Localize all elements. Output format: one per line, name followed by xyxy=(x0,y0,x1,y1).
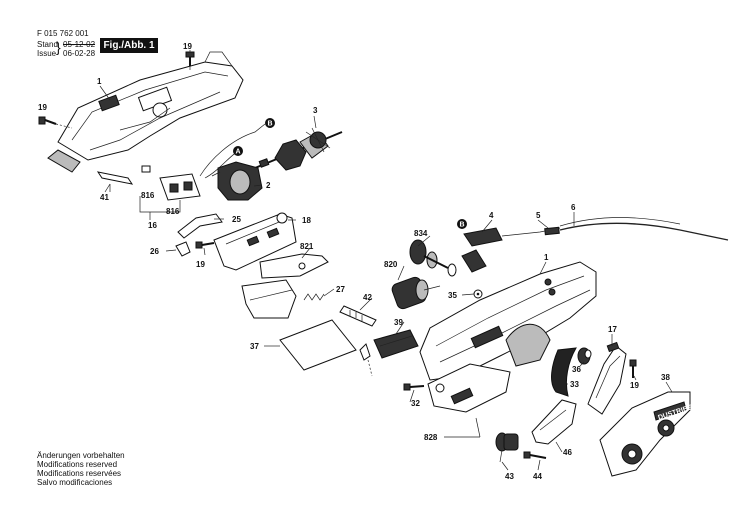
doc-number: F 015 762 001 xyxy=(37,29,89,38)
screw-19-right xyxy=(629,359,637,378)
callout-16: 16 xyxy=(148,221,157,230)
callout-18: 18 xyxy=(302,216,311,225)
callout-37: 37 xyxy=(250,342,259,351)
pulley-834 xyxy=(409,239,457,277)
lower-housing xyxy=(419,261,597,381)
callout-1-right: 1 xyxy=(544,253,549,262)
screw-44 xyxy=(523,451,547,459)
modification-notes: Änderungen vorbehalten Modifications res… xyxy=(37,451,125,487)
callout-816-b: 816 xyxy=(166,207,180,216)
strip-41 xyxy=(96,171,134,192)
callout-25: 25 xyxy=(232,215,241,224)
shoe-828 xyxy=(427,363,511,413)
issue-date: 06-02-28 xyxy=(63,49,96,58)
screw-19-mid xyxy=(195,241,215,249)
callout-labels: 1 19 19 3 41 2 816 816 16 25 18 26 19 82… xyxy=(38,42,670,481)
callout-5: 5 xyxy=(536,211,541,220)
belt-33 xyxy=(551,347,577,397)
callout-4: 4 xyxy=(489,211,494,220)
bracket-18 xyxy=(213,212,297,271)
pulley-36 xyxy=(577,347,592,365)
screw-19-left xyxy=(38,116,73,129)
clip-part xyxy=(359,343,373,377)
screw-32 xyxy=(403,383,425,391)
callout-39: 39 xyxy=(394,318,403,327)
cable-5-6 xyxy=(501,217,729,241)
issue-label: Issue xyxy=(37,49,57,58)
callout-816-a: 816 xyxy=(141,191,155,200)
brush-holder-816 xyxy=(139,165,201,220)
callout-41: 41 xyxy=(100,193,109,202)
drive-820 xyxy=(391,276,441,310)
connector-a-top: A xyxy=(236,149,241,156)
switch-4 xyxy=(457,219,503,273)
note-en: Modifications reserved xyxy=(37,460,118,469)
upper-housing xyxy=(47,51,244,173)
washer-35 xyxy=(473,289,483,299)
callout-834: 834 xyxy=(414,229,428,238)
callout-19-top: 19 xyxy=(183,42,192,51)
callout-26: 26 xyxy=(150,247,159,256)
stator-2 xyxy=(211,161,263,201)
callout-46: 46 xyxy=(563,448,572,457)
callout-2: 2 xyxy=(266,181,271,190)
armature-3 xyxy=(254,127,343,171)
cover-17 xyxy=(587,341,627,415)
note-de: Änderungen vorbehalten xyxy=(37,451,125,460)
lever-46 xyxy=(531,399,577,445)
callout-821: 821 xyxy=(300,242,314,251)
stand-label: Stand xyxy=(37,40,58,49)
figure-label: Fig./Abb. 1 xyxy=(100,38,158,53)
part-26 xyxy=(175,241,191,257)
side-cover-38: DUSTRIBE xyxy=(599,391,694,477)
callout-42: 42 xyxy=(363,293,372,302)
sheet-37 xyxy=(279,319,357,371)
callout-19-left: 19 xyxy=(38,103,47,112)
stand-date: 05-12-02 xyxy=(63,40,96,49)
callout-33: 33 xyxy=(570,380,579,389)
callout-19-mid: 19 xyxy=(196,260,205,269)
knob-43 xyxy=(495,432,519,463)
leader-lines xyxy=(99,50,673,471)
note-fr: Modifications reservées xyxy=(37,469,122,478)
plate-821 xyxy=(259,253,329,279)
callout-32: 32 xyxy=(411,399,420,408)
callout-820: 820 xyxy=(384,260,398,269)
brace-glyph: } xyxy=(56,39,61,55)
connector-b-top: B xyxy=(268,121,273,128)
callout-27: 27 xyxy=(336,285,345,294)
callout-19-right: 19 xyxy=(630,381,639,390)
callout-17: 17 xyxy=(608,325,617,334)
callout-6: 6 xyxy=(571,203,576,212)
shaft-42 xyxy=(339,305,377,327)
callout-36: 36 xyxy=(572,365,581,374)
callout-1-top: 1 xyxy=(97,77,102,86)
cap-39 xyxy=(373,329,419,359)
callout-43: 43 xyxy=(505,472,514,481)
connector-b-right: B xyxy=(460,222,465,229)
lever-25 xyxy=(177,213,223,239)
note-es: Salvo modificaciones xyxy=(37,478,113,487)
callout-3: 3 xyxy=(313,106,318,115)
callout-38: 38 xyxy=(661,373,670,382)
motor-wiring xyxy=(199,118,275,179)
cover-27 xyxy=(241,279,325,319)
screw-19-top xyxy=(185,51,195,70)
callout-44: 44 xyxy=(533,472,542,481)
callout-35: 35 xyxy=(448,291,457,300)
callout-828: 828 xyxy=(424,433,438,442)
